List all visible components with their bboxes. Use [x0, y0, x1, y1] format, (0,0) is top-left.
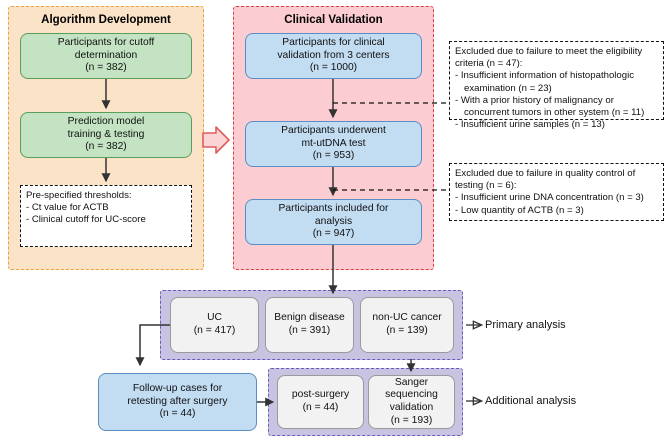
node-count: (n = 44)	[159, 408, 196, 420]
label-additional-analysis: Additional analysis	[485, 395, 577, 407]
node-line: Participants underwent	[281, 125, 386, 137]
note-line: - Ct value for ACTB	[26, 202, 109, 214]
node-line: Prediction model	[67, 116, 145, 128]
node-uc[interactable]: UC (n = 417)	[170, 297, 259, 353]
node-line: Follow-up cases for	[132, 383, 223, 395]
node-participants-underwent-test[interactable]: Participants underwent mt-utDNA test (n …	[245, 121, 422, 167]
node-line: non-UC cancer	[372, 312, 442, 324]
node-count: (n = 382)	[85, 62, 127, 74]
note-line: - Clinical cutoff for UC-score	[26, 214, 146, 226]
red-stage-arrow	[202, 126, 230, 154]
note-line: Pre-specified thresholds:	[26, 190, 132, 201]
node-line: Participants for cutoff	[57, 37, 155, 49]
node-benign-disease[interactable]: Benign disease (n = 391)	[265, 297, 354, 353]
note-line: Excluded due to failure to meet the elig…	[455, 46, 643, 57]
note-line: testing (n = 6):	[455, 180, 517, 192]
panel-title-algorithm-development: Algorithm Development	[41, 14, 171, 26]
node-line: analysis	[314, 215, 353, 227]
node-follow-up-cases[interactable]: Follow-up cases for retesting after surg…	[98, 373, 257, 431]
node-line: retesting after surgery	[127, 395, 228, 407]
node-line: UC	[207, 312, 222, 324]
note-prespecified-thresholds: Pre-specified thresholds: - Ct value for…	[20, 185, 192, 247]
note-excluded-eligibility: Excluded due to failure to meet the elig…	[449, 41, 664, 130]
node-non-uc-cancer[interactable]: non-UC cancer (n = 139)	[360, 297, 454, 353]
node-line: Sanger sequencing	[385, 376, 438, 401]
node-line: Participants included for	[278, 203, 389, 215]
note-line: Excluded due to failure in quality contr…	[455, 168, 636, 179]
note-line: - Insufficient urine DNA concentration (…	[455, 192, 644, 204]
node-line: post-surgery	[291, 389, 350, 401]
node-line: Benign disease	[274, 312, 345, 324]
node-count: (n = 193)	[390, 414, 433, 426]
node-line: validation	[389, 402, 434, 413]
note-line: - Low quantity of ACTB (n = 3)	[455, 204, 584, 216]
node-count: (n = 1000)	[309, 62, 358, 74]
node-prediction-model[interactable]: Prediction model training & testing (n =…	[20, 112, 192, 158]
panel-title-clinical-validation: Clinical Validation	[284, 14, 383, 26]
node-post-surgery[interactable]: post-surgery (n = 44)	[277, 375, 364, 429]
note-line: examination (n = 23)	[464, 82, 552, 94]
label-primary-analysis: Primary analysis	[485, 319, 566, 331]
node-line: determination	[74, 49, 138, 61]
node-count: (n = 139)	[386, 325, 428, 336]
node-count: (n = 417)	[193, 325, 236, 336]
node-count: (n = 391)	[288, 325, 331, 336]
note-line: - With a prior history of malignancy or	[455, 94, 614, 106]
node-count: (n = 44)	[302, 402, 339, 413]
node-participants-cutoff[interactable]: Participants for cutoff determination (n…	[20, 33, 192, 79]
node-count: (n = 953)	[312, 150, 355, 162]
note-line: - Insufficient information of histopatho…	[455, 70, 635, 82]
node-participants-included-analysis[interactable]: Participants included for analysis (n = …	[245, 199, 422, 245]
node-line: training & testing	[67, 128, 145, 140]
node-count: (n = 947)	[312, 228, 355, 240]
node-line: mt-utDNA test	[301, 137, 366, 149]
note-line: concurrent tumors in other system (n = 1…	[464, 107, 645, 119]
note-line: - Insufficient urine samples (n = 13)	[455, 119, 605, 131]
note-line: criteria (n = 47):	[455, 58, 523, 70]
note-excluded-quality-control: Excluded due to failure in quality contr…	[449, 163, 664, 221]
node-sanger-sequencing-validation[interactable]: Sanger sequencing validation (n = 193)	[368, 375, 455, 429]
node-line: validation from 3 centers	[277, 49, 390, 61]
node-count: (n = 382)	[85, 141, 127, 153]
node-participants-clinical-validation[interactable]: Participants for clinical validation fro…	[245, 33, 422, 79]
node-line: Participants for clinical	[282, 37, 385, 49]
